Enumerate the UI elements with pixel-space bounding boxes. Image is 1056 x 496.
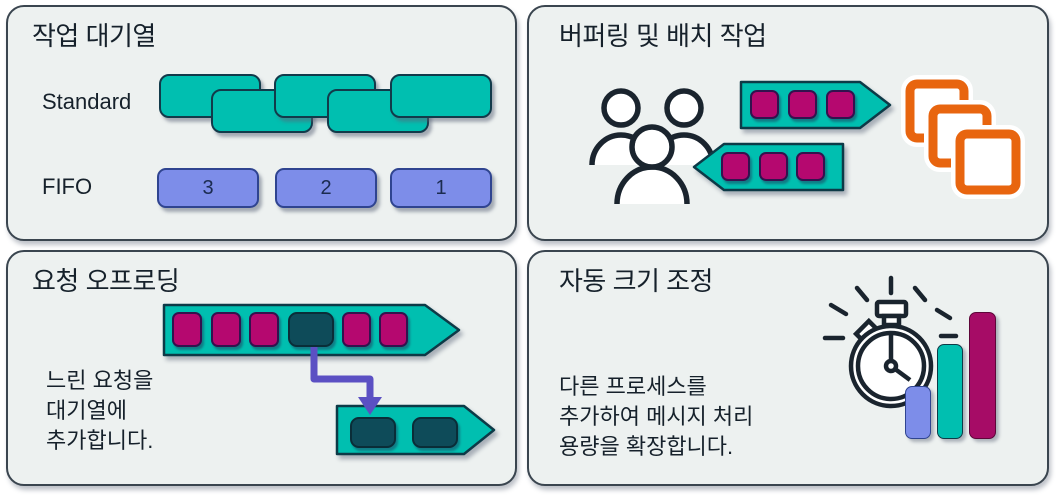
- caption-line: 추가하여 메시지 처리: [559, 404, 754, 429]
- message-block-magenta: [249, 312, 279, 347]
- panel-auto-scaling: 자동 크기 조정: [527, 250, 1049, 486]
- panel-buffering-batch: 버퍼링 및 배치 작업: [527, 5, 1049, 241]
- standard-queue-label: Standard: [42, 89, 132, 114]
- batch-squares-icon: [901, 75, 1025, 199]
- fifo-message-3: 3: [157, 168, 259, 208]
- panel-title: 작업 대기열: [32, 21, 156, 51]
- fifo-queue-label: FIFO: [42, 174, 93, 199]
- fifo-message-1: 1: [390, 168, 492, 208]
- fifo-message-2: 2: [275, 168, 377, 208]
- message-block-magenta: [172, 312, 202, 347]
- panel-request-offloading: 요청 오프로딩 느린 요청을 대기열에 추가합니다.: [6, 250, 517, 486]
- message-block-magenta: [826, 90, 855, 119]
- stopwatch-icon: [822, 275, 959, 409]
- offloading-caption: 느린 요청을 대기열에 추가합니다.: [46, 366, 153, 456]
- panel-title: 요청 오프로딩: [32, 266, 180, 296]
- panel-title: 자동 크기 조정: [559, 266, 713, 296]
- caption-line: 추가합니다.: [46, 428, 154, 453]
- fifo-message-number: 1: [435, 176, 447, 199]
- panel-work-queue: 작업 대기열 Standard FIFO 3 2 1: [6, 5, 517, 241]
- message-block-magenta: [750, 90, 779, 119]
- message-block-magenta: [796, 152, 825, 181]
- message-block-magenta: [211, 312, 241, 347]
- message-block-magenta: [759, 152, 788, 181]
- message-block-magenta: [342, 312, 371, 347]
- slow-request-block: [288, 312, 334, 347]
- slow-request-block: [412, 417, 458, 448]
- users-icon: [589, 88, 716, 205]
- fifo-message-number: 3: [202, 176, 214, 199]
- slow-request-block: [350, 417, 396, 448]
- caption-line: 용량을 확장합니다.: [559, 434, 734, 459]
- message-block-magenta: [788, 90, 817, 119]
- caption-line: 다른 프로세스를: [559, 374, 707, 399]
- caption-line: 대기열에: [46, 398, 127, 423]
- autoscaling-caption: 다른 프로세스를 추가하여 메시지 처리 용량을 확장합니다.: [559, 372, 753, 462]
- fifo-message-number: 2: [320, 176, 332, 199]
- message-block-magenta: [721, 152, 750, 181]
- panel-title: 버퍼링 및 배치 작업: [559, 21, 767, 51]
- scaling-bar-large: [969, 312, 996, 439]
- caption-line: 느린 요청을: [46, 368, 154, 393]
- standard-message-block: [390, 74, 492, 118]
- scaling-bar-small: [905, 386, 931, 439]
- message-block-magenta: [379, 312, 408, 347]
- scaling-bar-medium: [937, 344, 963, 439]
- offload-arrow: [310, 347, 382, 415]
